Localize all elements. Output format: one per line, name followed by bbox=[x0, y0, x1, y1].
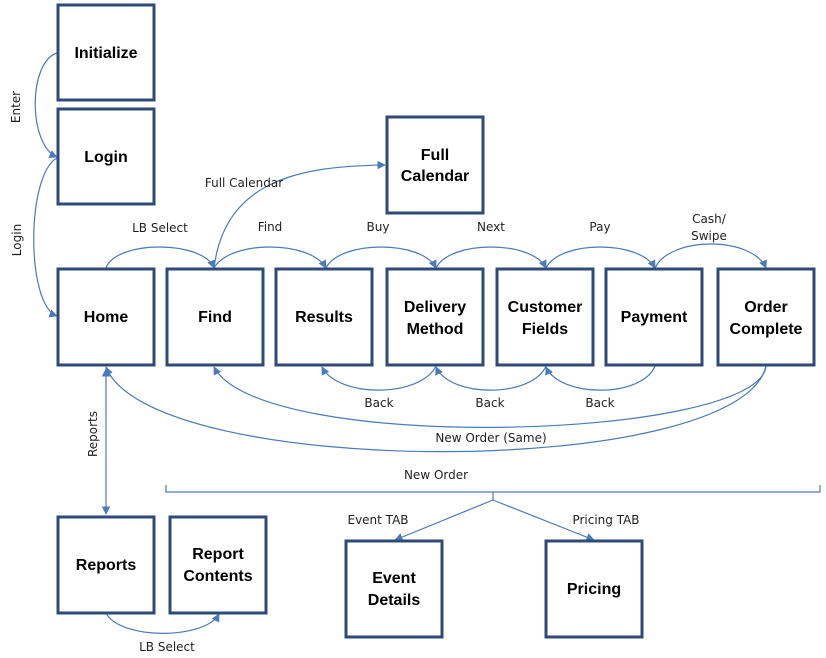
node-pricing-label: Pricing bbox=[567, 581, 621, 598]
edge-full-calendar bbox=[213, 160, 386, 269]
node-event-details-label-1: Event bbox=[372, 570, 416, 587]
node-delivery-method: Delivery Method bbox=[385, 267, 485, 367]
label-full-calendar: Full Calendar bbox=[205, 176, 283, 190]
edge-enter bbox=[34, 52, 58, 158]
node-delivery-method-label-2: Method bbox=[407, 321, 464, 338]
label-pricing-tab: Pricing TAB bbox=[572, 513, 639, 527]
edge-pay bbox=[545, 246, 656, 269]
edge-back-2 bbox=[435, 365, 547, 391]
node-event-details-label-2: Details bbox=[368, 592, 421, 609]
node-customer-fields: Customer Fields bbox=[495, 267, 595, 367]
edge-back-3 bbox=[545, 365, 656, 391]
label-find: Find bbox=[258, 220, 283, 234]
tab-group-brace bbox=[165, 485, 821, 500]
node-login-label: Login bbox=[84, 149, 128, 166]
node-report-contents-label-1: Report bbox=[192, 546, 244, 563]
node-results: Results bbox=[274, 267, 374, 367]
label-lb-select: LB Select bbox=[132, 221, 188, 235]
label-back-3: Back bbox=[585, 396, 614, 410]
node-find: Find bbox=[165, 267, 265, 367]
node-customer-fields-label-1: Customer bbox=[508, 299, 583, 316]
nodes: Initialize Login Full Calendar Home Find… bbox=[56, 3, 816, 639]
node-report-contents: Report Contents bbox=[168, 515, 268, 615]
edges bbox=[33, 52, 821, 634]
node-delivery-method-label-1: Delivery bbox=[404, 299, 466, 316]
label-pay: Pay bbox=[589, 220, 610, 234]
label-new-order: New Order bbox=[404, 468, 468, 482]
node-event-details: Event Details bbox=[344, 539, 444, 639]
edge-new-order-same bbox=[213, 365, 767, 428]
node-pricing: Pricing bbox=[544, 539, 644, 639]
node-results-label: Results bbox=[295, 309, 353, 326]
node-reports: Reports bbox=[56, 515, 156, 615]
edge-lb-select-reports bbox=[105, 612, 220, 634]
label-cash-swipe-1: Cash/ bbox=[692, 212, 727, 226]
label-next: Next bbox=[477, 220, 505, 234]
node-full-calendar: Full Calendar bbox=[385, 115, 485, 215]
node-order-complete-label-2: Complete bbox=[730, 321, 803, 338]
edge-pricing-tab bbox=[492, 499, 595, 542]
label-lb-select-reports: LB Select bbox=[139, 640, 195, 654]
edge-event-tab bbox=[394, 499, 494, 542]
node-order-complete-label-1: Order bbox=[744, 299, 788, 316]
label-back-1: Back bbox=[364, 396, 393, 410]
node-full-calendar-label-2: Calendar bbox=[401, 168, 469, 185]
edge-new-order bbox=[104, 365, 767, 453]
label-back-2: Back bbox=[475, 396, 504, 410]
node-full-calendar-label-1: Full bbox=[421, 147, 449, 164]
edge-buy bbox=[325, 246, 437, 269]
node-home-label: Home bbox=[84, 309, 129, 326]
edge-find bbox=[213, 246, 327, 269]
edge-labels: Enter Login LB Select Full Calendar Find… bbox=[9, 91, 727, 654]
edge-next bbox=[435, 246, 547, 269]
label-event-tab: Event TAB bbox=[347, 513, 408, 527]
edge-login bbox=[33, 157, 58, 318]
node-initialize-label: Initialize bbox=[74, 45, 137, 62]
edge-back-1 bbox=[321, 365, 437, 391]
node-find-label: Find bbox=[198, 309, 232, 326]
edge-cash-swipe bbox=[654, 243, 767, 269]
label-login: Login bbox=[10, 224, 24, 256]
node-home: Home bbox=[56, 267, 156, 367]
node-payment-label: Payment bbox=[621, 309, 688, 326]
edge-lb-select bbox=[105, 246, 216, 269]
label-reports: Reports bbox=[86, 411, 100, 457]
node-order-complete: Order Complete bbox=[716, 267, 816, 367]
label-enter: Enter bbox=[9, 91, 23, 123]
node-payment: Payment bbox=[604, 267, 704, 367]
label-new-order-same: New Order (Same) bbox=[435, 431, 546, 445]
node-reports-label: Reports bbox=[76, 557, 137, 574]
node-initialize: Initialize bbox=[56, 3, 156, 102]
node-report-contents-label-2: Contents bbox=[183, 568, 252, 585]
node-customer-fields-label-2: Fields bbox=[522, 321, 568, 338]
node-login: Login bbox=[56, 107, 156, 206]
label-cash-swipe-2: Swipe bbox=[691, 229, 727, 243]
label-buy: Buy bbox=[367, 220, 390, 234]
